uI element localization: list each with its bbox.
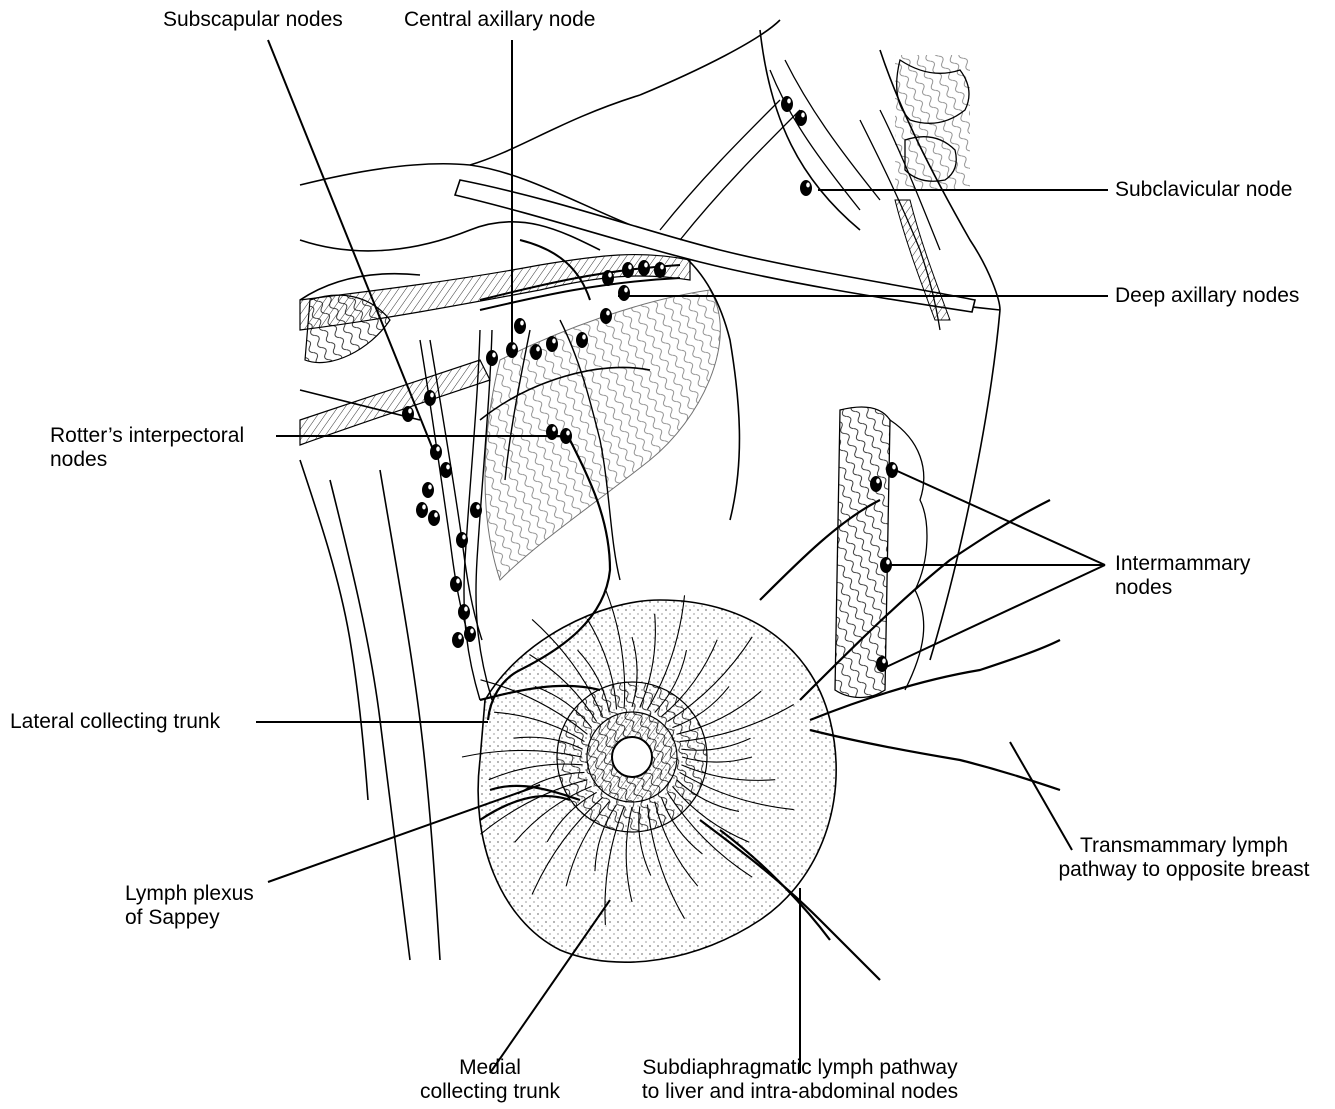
label-subscapular-nodes: Subscapular nodes (163, 8, 343, 32)
lymph-node (870, 476, 882, 492)
label-rotters-interpectoral-nodes: Rotter’s interpectoral nodes (50, 424, 244, 472)
neck-gland-texture (895, 55, 970, 190)
breast (478, 600, 836, 962)
lymph-node-highlight (566, 431, 570, 436)
lymph-node-highlight (644, 263, 648, 268)
lymph-node-highlight (520, 321, 524, 326)
lymph-node-highlight (492, 353, 496, 358)
lymph-node-highlight (806, 183, 810, 188)
lymph-node (452, 632, 464, 648)
label-text: Lateral collecting trunk (10, 710, 220, 734)
lymph-node (654, 262, 666, 278)
lymph-node-highlight (536, 347, 540, 352)
lymph-node (506, 342, 518, 358)
lymph-node (576, 332, 588, 348)
lymph-node (424, 390, 436, 406)
label-text: Subclavicular node (1115, 178, 1292, 202)
lymph-node (600, 308, 612, 324)
lymph-node (800, 180, 812, 196)
lymph-node (622, 262, 634, 278)
lymph-node (422, 482, 434, 498)
lymph-node-highlight (436, 447, 440, 452)
lymph-node-highlight (422, 505, 426, 510)
label-lateral-collecting-trunk: Lateral collecting trunk (10, 710, 220, 734)
label-lymph-plexus-of-sappey: Lymph plexus of Sappey (125, 882, 254, 930)
label-line-2: collecting trunk (400, 1080, 580, 1104)
lymph-node-highlight (552, 427, 556, 432)
label-line-1: Subdiaphragmatic lymph pathway (600, 1056, 1000, 1080)
lymph-node (618, 285, 630, 301)
label-line-2: pathway to opposite breast (1040, 858, 1328, 882)
label-line-1: Lymph plexus (125, 882, 254, 906)
lymph-node-highlight (462, 535, 466, 540)
lymph-node-highlight (608, 273, 612, 278)
lymph-node (458, 604, 470, 620)
lymph-node-highlight (886, 560, 890, 565)
lymph-node (876, 656, 888, 672)
lymph-node-highlight (624, 288, 628, 293)
lymph-node-highlight (552, 339, 556, 344)
lymph-node-highlight (464, 607, 468, 612)
label-subdiaphragmatic-pathway: Subdiaphragmatic lymph pathway to liver … (600, 1056, 1000, 1104)
lymph-node (440, 462, 452, 478)
lymph-node (470, 502, 482, 518)
label-central-axillary-node: Central axillary node (404, 8, 595, 32)
leader-subscapular (268, 40, 434, 452)
lymph-node-highlight (458, 635, 462, 640)
label-line-1: Rotter’s interpectoral (50, 424, 244, 448)
lymph-node (795, 110, 807, 126)
lymph-node-highlight (430, 393, 434, 398)
label-line-1: Intermammary (1115, 552, 1250, 576)
lymph-node-highlight (801, 113, 805, 118)
label-line-2: of Sappey (125, 906, 254, 930)
lymph-node-highlight (628, 265, 632, 270)
lymph-node-highlight (446, 465, 450, 470)
lymph-node-highlight (456, 579, 460, 584)
label-deep-axillary-nodes: Deep axillary nodes (1115, 284, 1299, 308)
label-line-2: nodes (1115, 576, 1250, 600)
label-medial-collecting-trunk: Medial collecting trunk (400, 1056, 580, 1104)
lymph-node (486, 350, 498, 366)
label-subclavicular-node: Subclavicular node (1115, 178, 1292, 202)
lymph-node (456, 532, 468, 548)
lymph-node-highlight (660, 265, 664, 270)
lymph-node (514, 318, 526, 334)
lymph-node-highlight (787, 99, 791, 104)
label-text: Subscapular nodes (163, 8, 343, 32)
label-text: Central axillary node (404, 8, 595, 32)
lymph-node-highlight (892, 465, 896, 470)
lymph-node (546, 424, 558, 440)
lymph-node-highlight (876, 479, 880, 484)
lymph-node (530, 344, 542, 360)
leader-intermammary-3 (884, 565, 1105, 668)
lymph-node (428, 510, 440, 526)
label-line-1: Transmammary lymph (1040, 834, 1328, 858)
lymph-node-highlight (434, 513, 438, 518)
lymph-node (450, 576, 462, 592)
lymph-node-highlight (606, 311, 610, 316)
label-line-2: to liver and intra-abdominal nodes (600, 1080, 1000, 1104)
lymph-node-highlight (470, 629, 474, 634)
lymph-node (781, 96, 793, 112)
lymph-node-highlight (512, 345, 516, 350)
lymph-node-highlight (882, 659, 886, 664)
label-intermammary-nodes: Intermammary nodes (1115, 552, 1250, 600)
lymph-node (416, 502, 428, 518)
lymph-node-highlight (428, 485, 432, 490)
lymph-node-highlight (476, 505, 480, 510)
label-line-2: nodes (50, 448, 244, 472)
label-text: Deep axillary nodes (1115, 284, 1299, 308)
label-line-1: Medial (400, 1056, 580, 1080)
lymph-node-highlight (408, 409, 412, 414)
label-transmammary-pathway: Transmammary lymph pathway to opposite b… (1040, 834, 1328, 882)
lymph-node (464, 626, 476, 642)
lymph-node (546, 336, 558, 352)
lymph-node-highlight (582, 335, 586, 340)
lymph-node (638, 260, 650, 276)
lymph-node (402, 406, 414, 422)
lymph-node (602, 270, 614, 286)
